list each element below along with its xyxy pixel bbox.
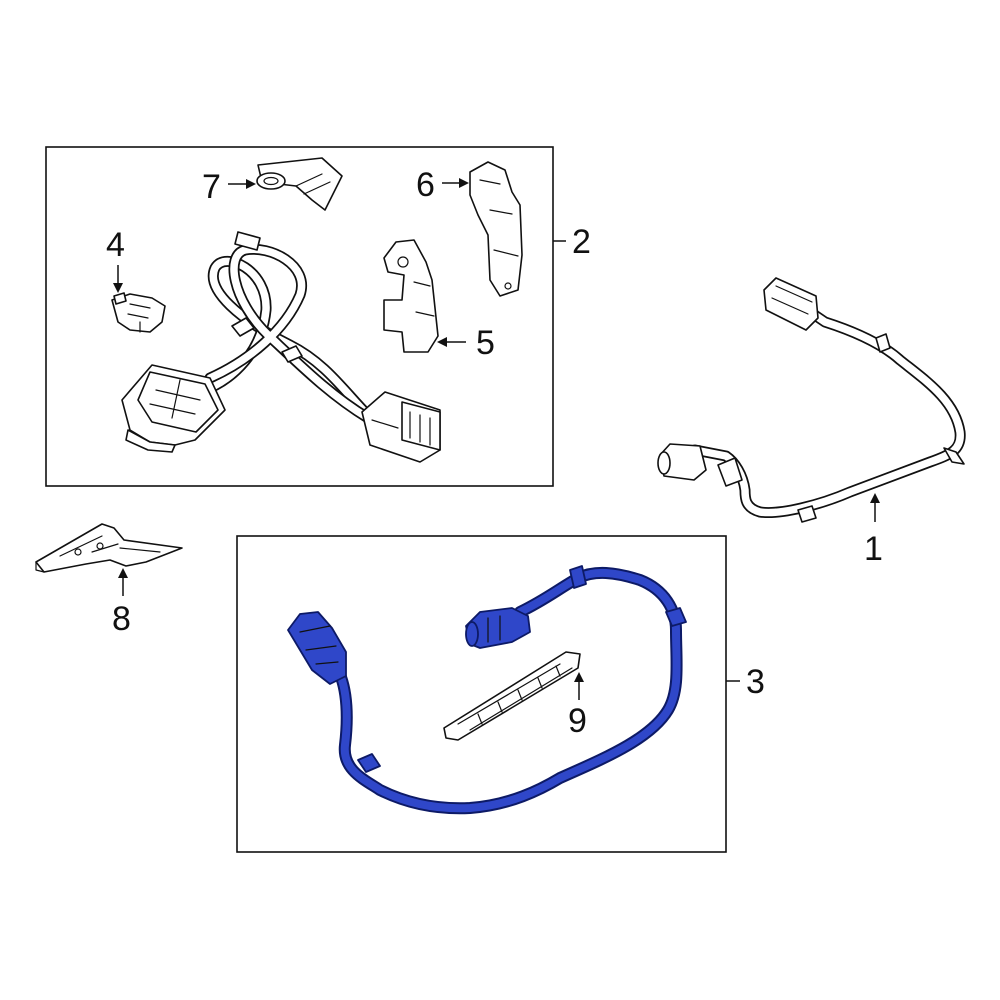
group-box-3: [236, 535, 727, 853]
callout-9: 9: [568, 702, 587, 740]
group-box-2: [45, 146, 554, 487]
callout-8: 8: [112, 600, 131, 638]
callout-6: 6: [416, 166, 435, 204]
wire-harness-part-3[interactable]: [287, 565, 687, 815]
bracket-part-8[interactable]: [35, 523, 183, 573]
jumper-harness[interactable]: [121, 231, 441, 463]
callout-2: 2: [572, 223, 591, 261]
callout-1: 1: [864, 530, 883, 568]
retainer-part-9[interactable]: [443, 651, 581, 741]
callout-4: 4: [106, 226, 125, 264]
bracket-part-6[interactable]: [469, 161, 523, 297]
bracket-part-5[interactable]: [383, 239, 439, 353]
callout-7: 7: [202, 168, 221, 206]
connector-part-4[interactable]: [111, 292, 166, 333]
clip-part-7[interactable]: [256, 157, 343, 211]
wire-harness-part-1[interactable]: [657, 277, 966, 523]
callout-3: 3: [746, 663, 765, 701]
callout-5: 5: [476, 324, 495, 362]
